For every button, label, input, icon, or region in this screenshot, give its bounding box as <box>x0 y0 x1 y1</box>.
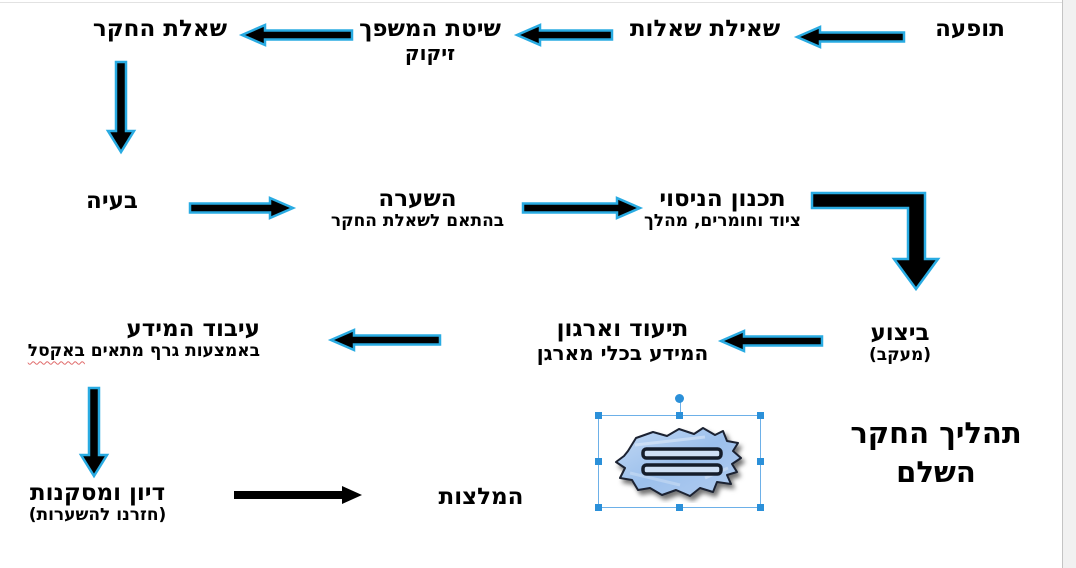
arrow-design-elbow-down[interactable] <box>810 191 942 293</box>
arrow-funnel-to-research-question[interactable] <box>238 22 354 48</box>
node-data-processing[interactable]: עיבוד המידע באמצעות גרף מתאים באקסל <box>10 316 260 362</box>
node-hypothesis-label: השערה <box>378 186 457 212</box>
node-recommendations[interactable]: המלצות <box>426 484 536 510</box>
node-problem[interactable]: בעיה <box>72 188 152 214</box>
selection-handle-e[interactable] <box>757 458 764 465</box>
node-data-processing-label: עיבוד המידע <box>126 316 260 342</box>
node-phenomenon-label: תופעה <box>935 16 1005 42</box>
selection-handle-se[interactable] <box>757 504 764 511</box>
diagram-title-line1: תהליך החקר <box>850 416 1022 450</box>
page-top-border <box>0 2 1062 3</box>
selection-handle-s[interactable] <box>676 504 683 511</box>
node-discussion-label: דיון ומסקנות <box>29 480 166 506</box>
node-documentation-sublabel: המידע בכלי מארגן <box>536 341 709 366</box>
node-documentation[interactable]: תיעוד וארגון המידע בכלי מארגן <box>530 316 715 365</box>
selection-handle-n[interactable] <box>676 412 683 419</box>
node-funnel-method-sublabel: זיקוק <box>404 41 456 66</box>
node-hypothesis[interactable]: השערה בהתאם לשאלת החקר <box>330 186 505 232</box>
arrow-problem-to-hypothesis[interactable] <box>188 195 297 221</box>
node-discussion-conclusions[interactable]: דיון ומסקנות (חזרנו להשערות) <box>5 480 190 526</box>
node-experiment-design-sublabel: ציוד וחומרים, מהלך <box>643 211 802 232</box>
selected-image[interactable] <box>595 394 764 511</box>
node-problem-label: בעיה <box>86 188 138 214</box>
node-execution[interactable]: ביצוע (מעקב) <box>845 320 955 366</box>
selection-handle-sw[interactable] <box>595 504 602 511</box>
node-discussion-sublabel: (חזרנו להשערות) <box>28 505 167 526</box>
arrow-research-question-down[interactable] <box>103 60 139 155</box>
node-asking-questions-label: שאילת שאלות <box>629 16 781 42</box>
node-experiment-design-label: תכנון הניסוי <box>659 186 786 212</box>
selection-handle-nw[interactable] <box>595 412 602 419</box>
arrow-phenomenon-to-questions[interactable] <box>793 24 906 50</box>
node-research-question-label: שאלת החקר <box>92 16 228 42</box>
selection-handle-w[interactable] <box>595 458 602 465</box>
node-recommendations-label: המלצות <box>438 484 524 510</box>
arrow-execution-to-documentation[interactable] <box>717 328 824 354</box>
node-documentation-label: תיעוד וארגון <box>556 316 689 342</box>
node-execution-sublabel: (מעקב) <box>868 345 932 366</box>
rotation-handle-stem <box>679 402 681 415</box>
node-funnel-method-label: שיטת המשפך <box>359 16 501 42</box>
arrow-processing-down[interactable] <box>76 386 112 479</box>
misspelled-word: באקסל <box>27 341 85 362</box>
node-asking-questions[interactable]: שאילת שאלות <box>615 16 795 42</box>
equals-sign-image[interactable] <box>610 423 753 503</box>
diagram-title[interactable]: תהליך החקר השלם <box>830 414 1042 492</box>
arrow-documentation-to-processing[interactable] <box>327 327 442 353</box>
node-phenomenon[interactable]: תופעה <box>920 16 1020 42</box>
node-execution-label: ביצוע <box>870 320 930 346</box>
node-experiment-design[interactable]: תכנון הניסוי ציוד וחומרים, מהלך <box>630 186 815 232</box>
rotation-handle[interactable] <box>675 394 684 403</box>
node-research-question[interactable]: שאלת החקר <box>80 16 240 42</box>
diagram-title-line2: השלם <box>896 455 976 490</box>
arrow-hypothesis-to-design[interactable] <box>521 195 644 221</box>
node-funnel-method[interactable]: שיטת המשפך זיקוק <box>350 16 510 65</box>
node-hypothesis-sublabel: בהתאם לשאלת החקר <box>330 211 505 232</box>
selection-handle-ne[interactable] <box>757 412 764 419</box>
node-data-processing-sublabel: באמצעות גרף מתאים באקסל <box>27 341 260 362</box>
arrow-discussion-to-recommendations[interactable] <box>233 484 363 506</box>
arrow-questions-to-funnel[interactable] <box>513 22 614 48</box>
page-edge-right <box>1062 0 1076 568</box>
